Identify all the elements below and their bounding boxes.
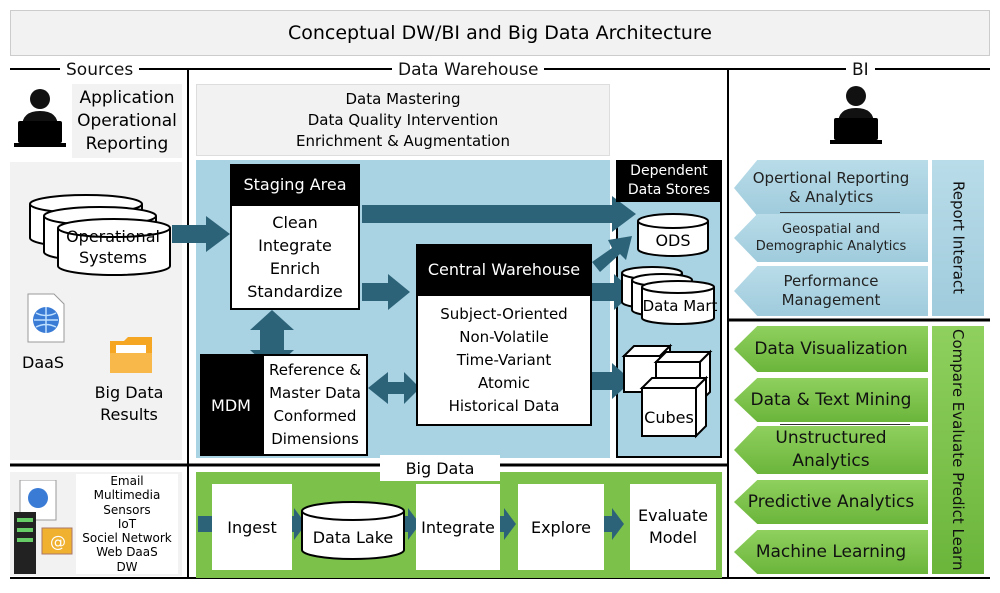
central-warehouse-title: Central Warehouse (416, 244, 592, 294)
operational-reporting-tab: Opertional Reporting & Analytics (734, 160, 928, 216)
bi-user-laptop-icon (826, 82, 886, 154)
diagram-title: Conceptual DW/BI and Big Data Architectu… (10, 10, 990, 56)
analytics-group: Data Visualization Data & Text Mining Un… (734, 326, 928, 574)
explore-box: Explore (518, 484, 604, 570)
mdm-label: MDM (200, 354, 262, 456)
operational-systems-db-icon (29, 194, 171, 276)
section-data-warehouse: Data Warehouse (392, 60, 545, 80)
globe-document-icon (27, 293, 65, 343)
geospatial-analytics-tab: Geospatial and Demographic Analytics (734, 214, 928, 262)
compare-evaluate-band: Compare Evaluate Predict Learn (932, 326, 984, 574)
staging-area-box: Clean Integrate Enrich Standardize (230, 204, 360, 310)
report-group: Opertional Reporting & Analytics Geospat… (734, 160, 928, 316)
section-big-data: Big Data (380, 455, 500, 481)
mdm-box: Reference & Master Data Conformed Dimens… (262, 354, 368, 456)
big-data-sources-list: Email Multimedia Sensors IoT Sociel Netw… (76, 474, 178, 574)
server-email-icon: @ (14, 480, 73, 574)
compare-evaluate-label: Compare Evaluate Predict Learn (949, 329, 967, 571)
evaluate-model-box: Evaluate Model (630, 484, 716, 570)
dependent-stores-title: Dependent Data Stores (616, 160, 722, 202)
ods-label: ODS (655, 230, 691, 250)
operational-systems-label: Operational Systems (66, 227, 160, 267)
tab-divider (780, 212, 900, 213)
cubes-icon (621, 343, 713, 439)
ods-db-icon (637, 213, 709, 257)
big-data-results-label: Big Data Results (94, 383, 164, 424)
data-mart-label: Data Mart (642, 297, 718, 315)
data-text-mining-tab: Data & Text Mining (734, 378, 928, 422)
user-laptop-icon (12, 85, 68, 155)
predictive-analytics-tab: Predictive Analytics (734, 480, 928, 524)
analytics-divider (780, 424, 910, 425)
section-sources: Sources (60, 60, 140, 80)
machine-learning-tab: Machine Learning (734, 530, 928, 574)
section-bi: BI (846, 60, 875, 80)
data-visualization-tab: Data Visualization (734, 326, 928, 372)
central-warehouse-box: Subject-Oriented Non-Volatile Time-Varia… (416, 294, 592, 426)
data-mart-db-icon (621, 266, 715, 325)
staging-area-title: Staging Area (230, 164, 360, 204)
ingest-box: Ingest (212, 484, 292, 570)
report-interact-label: Report Interact (949, 181, 968, 295)
data-mastering-box: Data Mastering Data Quality Intervention… (196, 84, 610, 156)
integrate-box: Integrate (416, 484, 500, 570)
folder-icon (110, 337, 152, 373)
cubes-label: Cubes (644, 407, 694, 427)
unstructured-analytics-tab: Unstructured Analytics (734, 426, 928, 474)
svg-text:@: @ (50, 532, 66, 551)
report-interact-band: Report Interact (932, 160, 984, 316)
daas-label: DaaS (22, 353, 65, 372)
data-lake-db-icon (301, 501, 405, 560)
app-reporting-box: Application Operational Reporting (72, 84, 182, 158)
performance-management-tab: Performance Management (734, 266, 928, 316)
data-lake-label: Data Lake (312, 527, 394, 547)
